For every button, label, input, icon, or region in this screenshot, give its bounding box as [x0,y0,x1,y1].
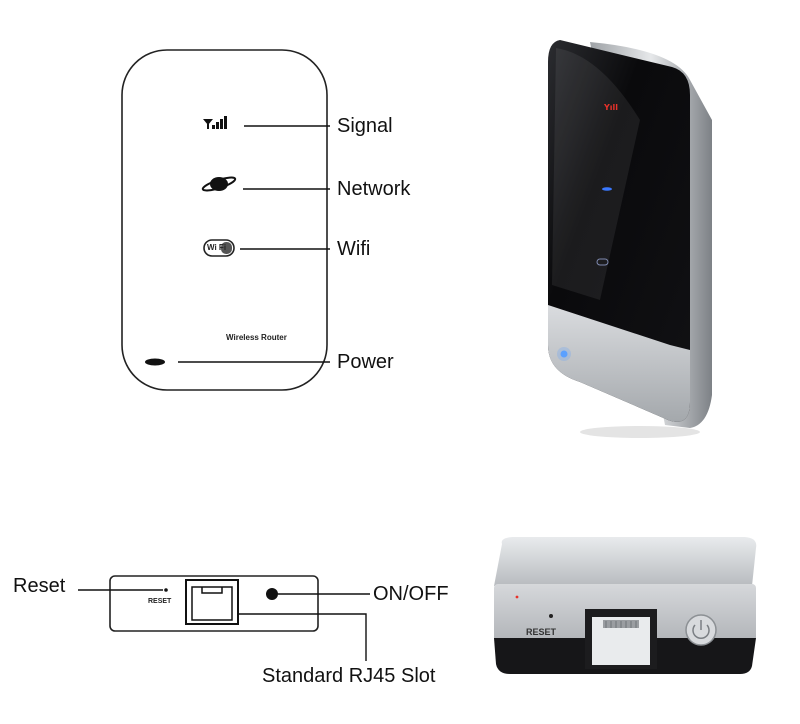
onoff-button [266,588,278,600]
reset-small-label: RESET [148,598,172,605]
device-brand-label: Wireless Router [226,333,287,342]
reset-hole [164,588,168,592]
signal-icon [203,116,227,129]
wifi-icon-text: Wi Fi [207,243,227,252]
rj45-port [185,579,239,625]
callout-signal: Signal [337,115,393,137]
callout-wifi: Wifi [337,238,371,260]
callout-rj45: Standard RJ45 Slot [262,665,436,687]
svg-text:Yıll: Yıll [603,103,618,112]
wifi-icon [203,239,235,257]
callout-network: Network [337,178,411,200]
router-photo-side [494,537,757,674]
router-front-outline [121,49,328,391]
callout-power: Power [337,351,394,373]
callout-onoff: ON/OFF [373,583,449,605]
router-photo-angled: Yıll [548,40,712,438]
power-icon [145,358,165,366]
photo-reset-text: RESET [526,627,557,637]
callout-reset: Reset [13,575,66,597]
network-icon [201,176,237,192]
